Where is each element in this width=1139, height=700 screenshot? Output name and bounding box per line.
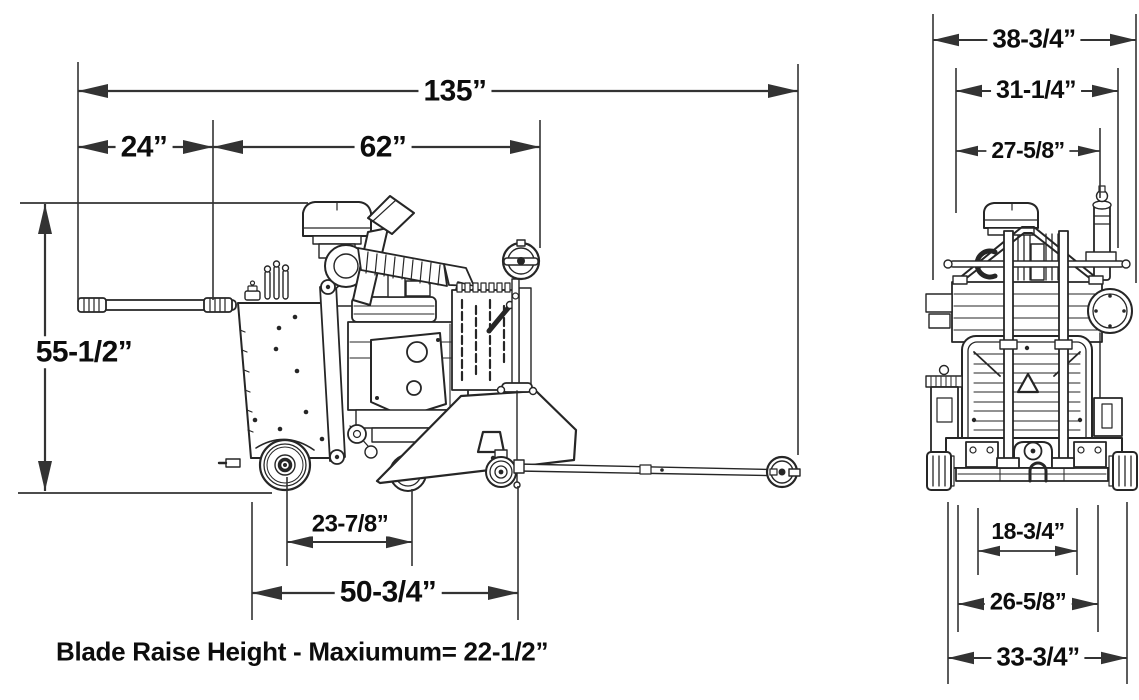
dim-arrow-left-track-outer-width <box>948 651 974 665</box>
dim-label-base-length: 50-3/4” <box>334 576 442 608</box>
engine-assembly <box>348 275 468 458</box>
side-view-machine <box>78 196 800 491</box>
right-side-box <box>1094 398 1122 436</box>
rear-wheel <box>260 440 310 490</box>
dim-label-track-outer-width: 33-3/4” <box>991 643 1085 671</box>
dim-label-overall-height: 55-1/2” <box>30 336 138 368</box>
radiator-grille <box>452 283 531 390</box>
dim-arrow-right-overall-width <box>1110 33 1136 47</box>
rear-view-machine <box>926 186 1137 490</box>
dim-arrow-left-upper-width <box>956 84 982 98</box>
dim-label-wheelbase: 23-7/8” <box>306 511 394 537</box>
roll-bar-posts <box>997 231 1074 468</box>
control-levers <box>245 261 289 300</box>
dim-arrow-right-base-length <box>488 586 518 600</box>
blade-raise-height-note: Blade Raise Height - Maxiumum= 22-1/2” <box>56 636 549 668</box>
bottom-skirt <box>956 463 1108 481</box>
dim-arrow-left-overall-width <box>933 33 959 47</box>
dim-arrow-right-track-inner-width <box>1055 545 1077 557</box>
dim-arrow-right-wheelbase <box>386 535 412 549</box>
dim-arrow-right-overall-length <box>768 84 798 98</box>
dim-label-overall-length: 135” <box>418 75 492 107</box>
dim-arrow-right-track-mid-width <box>1072 597 1098 611</box>
dim-label-overall-width: 38-3/4” <box>987 25 1081 53</box>
pointer-wheel <box>767 457 800 487</box>
dim-arrow-right-handle-length <box>183 140 213 154</box>
lower-frame <box>946 438 1122 468</box>
blade-guard <box>377 383 576 488</box>
dim-arrow-up-overall-height <box>38 204 52 234</box>
fan-housing <box>1088 289 1132 398</box>
pointer-arm <box>514 457 800 487</box>
dim-arrow-left-handle-length <box>78 140 108 154</box>
dim-arrow-right-track-outer-width <box>1101 651 1127 665</box>
dim-arrow-right-inner-width <box>1078 145 1100 157</box>
dim-arrow-right-body-length <box>510 140 540 154</box>
dim-arrow-left-track-inner-width <box>978 545 1000 557</box>
engine-rear <box>952 234 1102 342</box>
dim-arrow-down-overall-height <box>38 461 52 491</box>
dim-arrow-left-base-length <box>252 586 282 600</box>
dim-arrow-left-inner-width <box>956 145 978 157</box>
cross-rod <box>944 260 1130 268</box>
dim-arrow-left-wheelbase <box>287 535 313 549</box>
hydraulic-pump <box>926 294 962 459</box>
rear-view-wheels <box>927 452 1137 490</box>
dim-label-track-inner-width: 18-3/4” <box>986 519 1070 543</box>
guide-wheel <box>486 450 516 487</box>
dim-arrow-right-upper-width <box>1092 84 1118 98</box>
dim-label-upper-width: 31-1/4” <box>991 77 1081 103</box>
dim-label-track-mid-width: 26-5/8” <box>984 589 1072 615</box>
handlebar <box>78 298 236 312</box>
dim-arrow-left-track-mid-width <box>958 597 984 611</box>
dim-arrow-left-overall-length <box>78 84 108 98</box>
dim-arrow-left-body-length <box>213 140 243 154</box>
dim-label-inner-width: 27-5/8” <box>986 138 1070 162</box>
dim-label-body-length: 62” <box>354 131 412 163</box>
dim-label-handle-length: 24” <box>115 131 173 163</box>
